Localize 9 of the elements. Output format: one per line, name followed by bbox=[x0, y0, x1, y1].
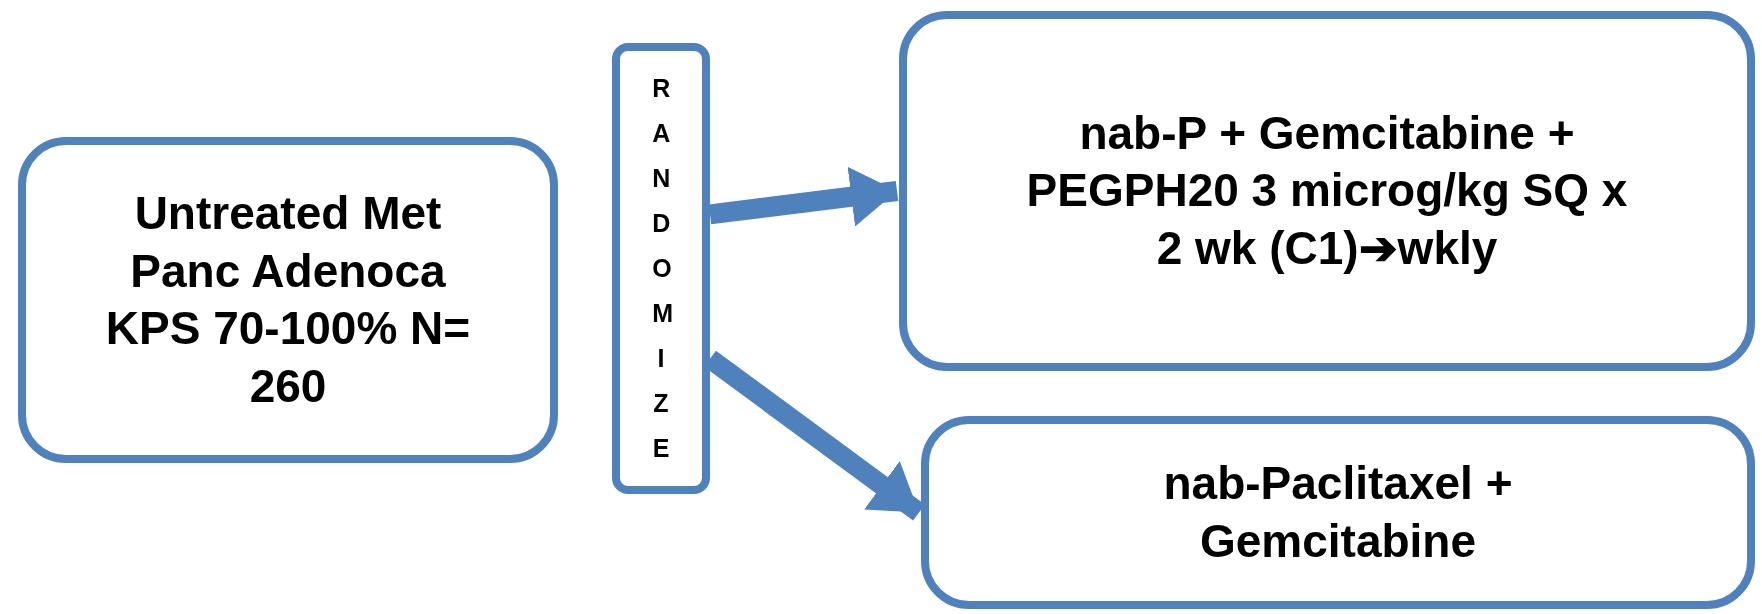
node-text: nab-P + Gemcitabine + PEGPH20 3 microg/kg SQ x 2 wk (C1)➔wkly bbox=[1025, 105, 1629, 276]
arrow bbox=[708, 166, 899, 227]
node-text: RANDOMIZE bbox=[652, 73, 670, 464]
randomize-box bbox=[612, 43, 710, 494]
node-text: Untreated Met Panc Adenoca KPS 70-100% N= 260 bbox=[104, 186, 472, 414]
node-text: nab-Paclitaxel + Gemcitabine bbox=[1162, 456, 1514, 569]
process-box bbox=[899, 11, 1755, 371]
process-box bbox=[921, 416, 1755, 609]
process-box bbox=[18, 137, 558, 463]
